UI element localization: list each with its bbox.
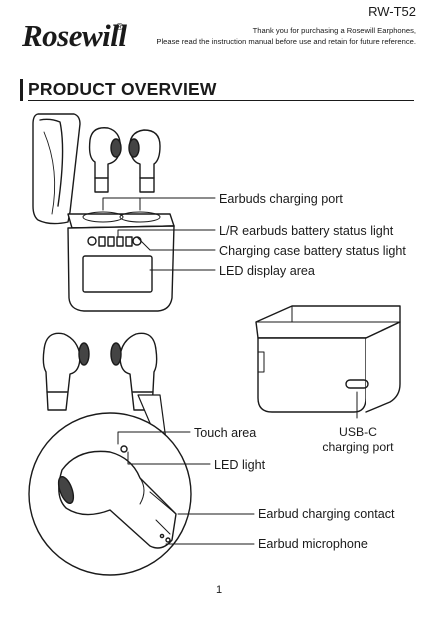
label-usb-c-line2: charging port: [322, 440, 394, 454]
rosewill-logo: Rosewill: [22, 18, 127, 53]
zoomed-earbud-illustration: [57, 445, 177, 549]
label-usb-c-line1: USB-C: [339, 425, 377, 439]
section-title: PRODUCT OVERVIEW: [28, 79, 217, 99]
label-case-battery-light: Charging case battery status light: [219, 244, 406, 258]
label-microphone: Earbud microphone: [258, 537, 368, 551]
label-led-display: LED display area: [219, 264, 315, 278]
label-led-light: LED light: [214, 458, 266, 472]
label-charging-contact: Earbud charging contact: [258, 507, 395, 521]
open-charging-case-illustration: [32, 113, 175, 312]
instruction-text: Please read the instruction manual befor…: [156, 37, 416, 46]
model-number: RW-T52: [368, 4, 416, 19]
label-lr-battery-light: L/R earbuds battery status light: [219, 224, 394, 238]
section-marker: [20, 79, 23, 101]
leader-lines-top: [102, 197, 216, 271]
thanks-text: Thank you for purchasing a Rosewill Earp…: [252, 26, 416, 35]
leader-lines-bottom: [117, 431, 255, 545]
closed-charging-case-illustration: [255, 305, 401, 419]
label-touch-area: Touch area: [194, 426, 257, 440]
label-earbuds-charging-port: Earbuds charging port: [219, 192, 343, 206]
earbuds-pair-illustration: [42, 332, 158, 411]
registered-mark: ®: [116, 22, 124, 33]
page-number: 1: [215, 584, 223, 596]
label-usb-c-port: USB-C charging port: [318, 425, 398, 455]
section-divider: [28, 100, 414, 101]
